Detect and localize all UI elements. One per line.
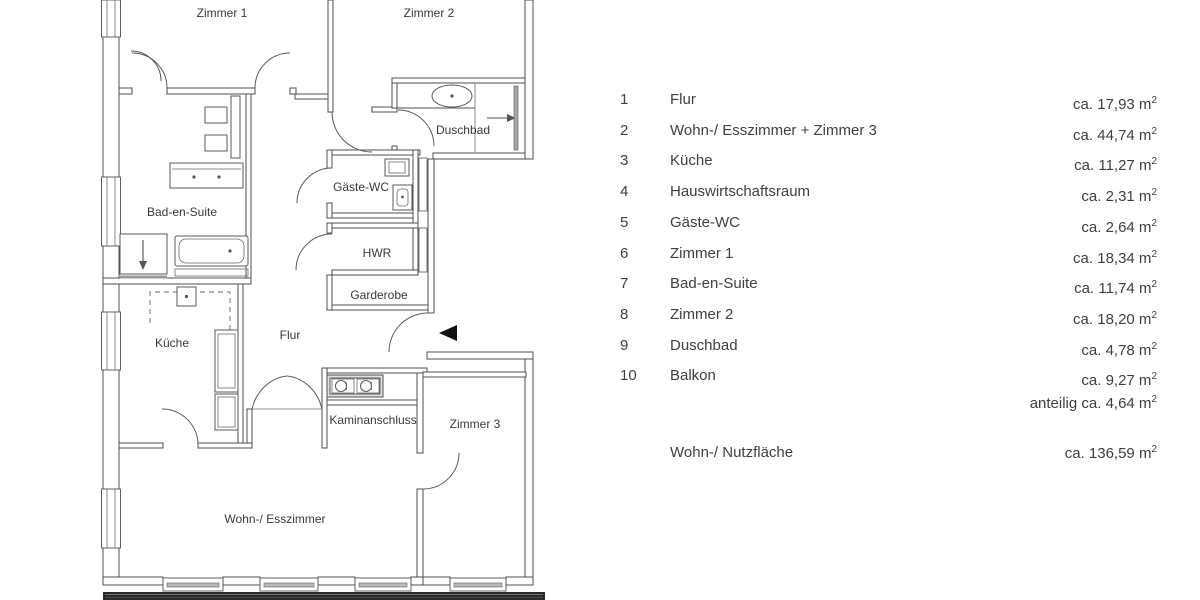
room-number: 1 <box>620 91 629 108</box>
room-area: ca. 2,31 m2 <box>1081 187 1157 206</box>
room-number: 10 <box>620 367 637 385</box>
room-area: ca. 44,74 m2 <box>1073 125 1157 144</box>
room-row: 3 Küche ca. 11,27 m2 <box>620 152 1157 182</box>
room-label: Wohn-/ Esszimmer + Zimmer 3 <box>670 121 877 139</box>
window-icon <box>101 311 121 371</box>
room-label-garderobe: Garderobe <box>350 288 408 302</box>
room-label-zimmer1: Zimmer 1 <box>197 6 248 20</box>
room-label-kaminanschluss: Kaminanschluss <box>329 413 416 427</box>
kitchen-counter-icon <box>214 329 239 431</box>
room-number: 8 <box>620 305 629 323</box>
shower-icon <box>119 233 168 279</box>
window-icons <box>101 0 507 592</box>
window-icon <box>101 0 121 38</box>
sliding-door-icon <box>162 577 224 592</box>
kamin-flue-icon <box>331 378 355 394</box>
room-label-kueche: Küche <box>155 336 189 350</box>
cooktop-icon <box>176 286 197 307</box>
room-label: Balkon <box>670 367 716 385</box>
double-washbasin-icon <box>169 162 244 189</box>
room-area: ca. 2,64 m2 <box>1081 217 1157 236</box>
sliding-door-icon <box>259 577 319 592</box>
washbasin-icon <box>384 158 410 177</box>
room-label-zimmer3: Zimmer 3 <box>450 417 501 431</box>
room-label-hwr: HWR <box>363 246 392 260</box>
kamin-flue-icon <box>356 378 380 394</box>
room-number: 2 <box>620 121 629 139</box>
room-area: ca. 11,74 m2 <box>1074 279 1157 298</box>
door-arcs <box>130 50 460 490</box>
room-label-duschbad: Duschbad <box>436 123 490 137</box>
duschbad-fixtures <box>397 83 519 152</box>
room-area: ca. 17,93 m2 <box>1073 95 1157 113</box>
sliding-door-icon <box>449 577 507 592</box>
room-labels: Zimmer 1 Zimmer 2 Duschbad Gäste-WC Bad-… <box>147 6 501 526</box>
room-row: 4 Hauswirtschaftsraum ca. 2,31 m2 <box>620 183 1157 213</box>
room-number: 5 <box>620 213 629 231</box>
room-number: 4 <box>620 183 629 201</box>
room-number: 9 <box>620 336 629 354</box>
shower-panel <box>513 85 519 151</box>
room-label: Gäste-WC <box>670 213 741 231</box>
room-label: Flur <box>670 91 696 108</box>
room-area: ca. 11,27 m2 <box>1074 156 1157 175</box>
room-label: Duschbad <box>670 336 738 354</box>
kamin-fixture <box>326 374 384 398</box>
room-number: 6 <box>620 244 629 262</box>
room-row: 5 Gäste-WC ca. 2,64 m2 <box>620 214 1157 244</box>
room-area: ca. 4,78 m2 <box>1081 340 1157 359</box>
bathtub-icon <box>174 235 249 277</box>
room-label-flur: Flur <box>280 328 301 342</box>
room-row: 7 Bad-en-Suite ca. 11,74 m2 <box>620 275 1157 305</box>
room-label-gaeste-wc: Gäste-WC <box>333 180 389 194</box>
toilet-icon <box>204 95 241 159</box>
room-row: 1 Flur ca. 17,93 m2 <box>620 91 1157 121</box>
bad-en-suite-fixtures <box>119 95 249 279</box>
room-label: Bad-en-Suite <box>670 275 758 293</box>
room-number: 7 <box>620 275 629 293</box>
room-label: Zimmer 1 <box>670 244 734 262</box>
room-number: 3 <box>620 152 629 170</box>
kueche-fixtures <box>149 286 239 431</box>
washbasin-icon <box>431 84 473 108</box>
room-row: 2 Wohn-/ Esszimmer + Zimmer 3 ca. 44,74 m2 <box>620 122 1157 152</box>
walls <box>102 0 534 586</box>
room-label-zimmer2: Zimmer 2 <box>404 6 455 20</box>
room-label: Küche <box>670 152 713 170</box>
balcony-strip <box>103 592 545 600</box>
shower-arrow-icon <box>487 114 516 122</box>
room-area: ca. 18,34 m2 <box>1073 248 1157 267</box>
sliding-door-icon <box>354 577 412 592</box>
toilet-icon <box>392 184 413 211</box>
room-row: 8 Zimmer 2 ca. 18,20 m2 <box>620 306 1157 336</box>
room-label-wohn-esszimmer: Wohn-/ Esszimmer <box>224 512 325 526</box>
room-row: 9 Duschbad ca. 4,78 m2 <box>620 337 1157 367</box>
room-label: Hauswirtschaftsraum <box>670 183 811 201</box>
window-icon <box>101 176 121 247</box>
room-label: Zimmer 2 <box>670 305 734 323</box>
entrance-arrow-icon <box>439 325 457 341</box>
room-area: ca. 18,20 m2 <box>1073 309 1157 328</box>
total-area: ca. 136,59 m2 <box>1064 444 1157 462</box>
window-icon <box>101 488 121 549</box>
gaeste-wc-fixtures <box>384 158 413 211</box>
room-label-bad-en-suite: Bad-en-Suite <box>147 205 217 219</box>
room-row: 6 Zimmer 1 ca. 18,34 m2 <box>620 245 1157 275</box>
total-label: Wohn-/ Nutzfläche <box>670 444 794 461</box>
